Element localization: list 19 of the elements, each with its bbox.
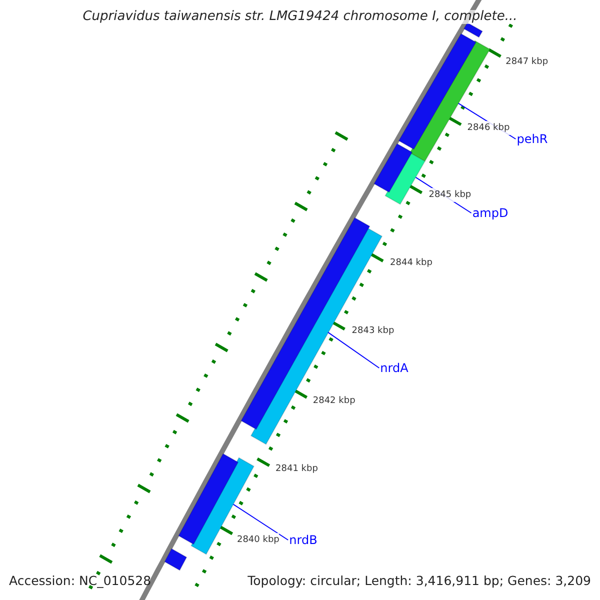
scale-label: 2841 kbp bbox=[276, 462, 318, 476]
leader-line bbox=[328, 332, 380, 368]
scale-label: 2845 kbp bbox=[428, 188, 472, 202]
gene-bar bbox=[463, 22, 484, 38]
gene-label: nrdB bbox=[289, 533, 318, 547]
accession-text: Accession: NC_010528 bbox=[9, 574, 152, 588]
scale-label: 2840 kbp bbox=[236, 533, 280, 547]
scale-label: 2842 kbp bbox=[312, 394, 356, 408]
gene-bar bbox=[373, 143, 413, 193]
scale-label: 2847 kbp bbox=[506, 55, 548, 69]
scale-label: 2843 kbp bbox=[352, 324, 394, 338]
genome-info-text: Topology: circular; Length: 3,416,911 bp; Genes: 3,209 bbox=[248, 574, 591, 588]
gene-bar bbox=[178, 453, 239, 545]
gene-bar bbox=[164, 548, 188, 571]
gene-label: ampD bbox=[472, 206, 508, 220]
gene-label: pehR bbox=[516, 132, 548, 146]
scale-label: 2846 kbp bbox=[467, 121, 510, 135]
scale-label: 2844 kbp bbox=[390, 256, 432, 270]
gene-label: nrdA bbox=[380, 361, 408, 375]
